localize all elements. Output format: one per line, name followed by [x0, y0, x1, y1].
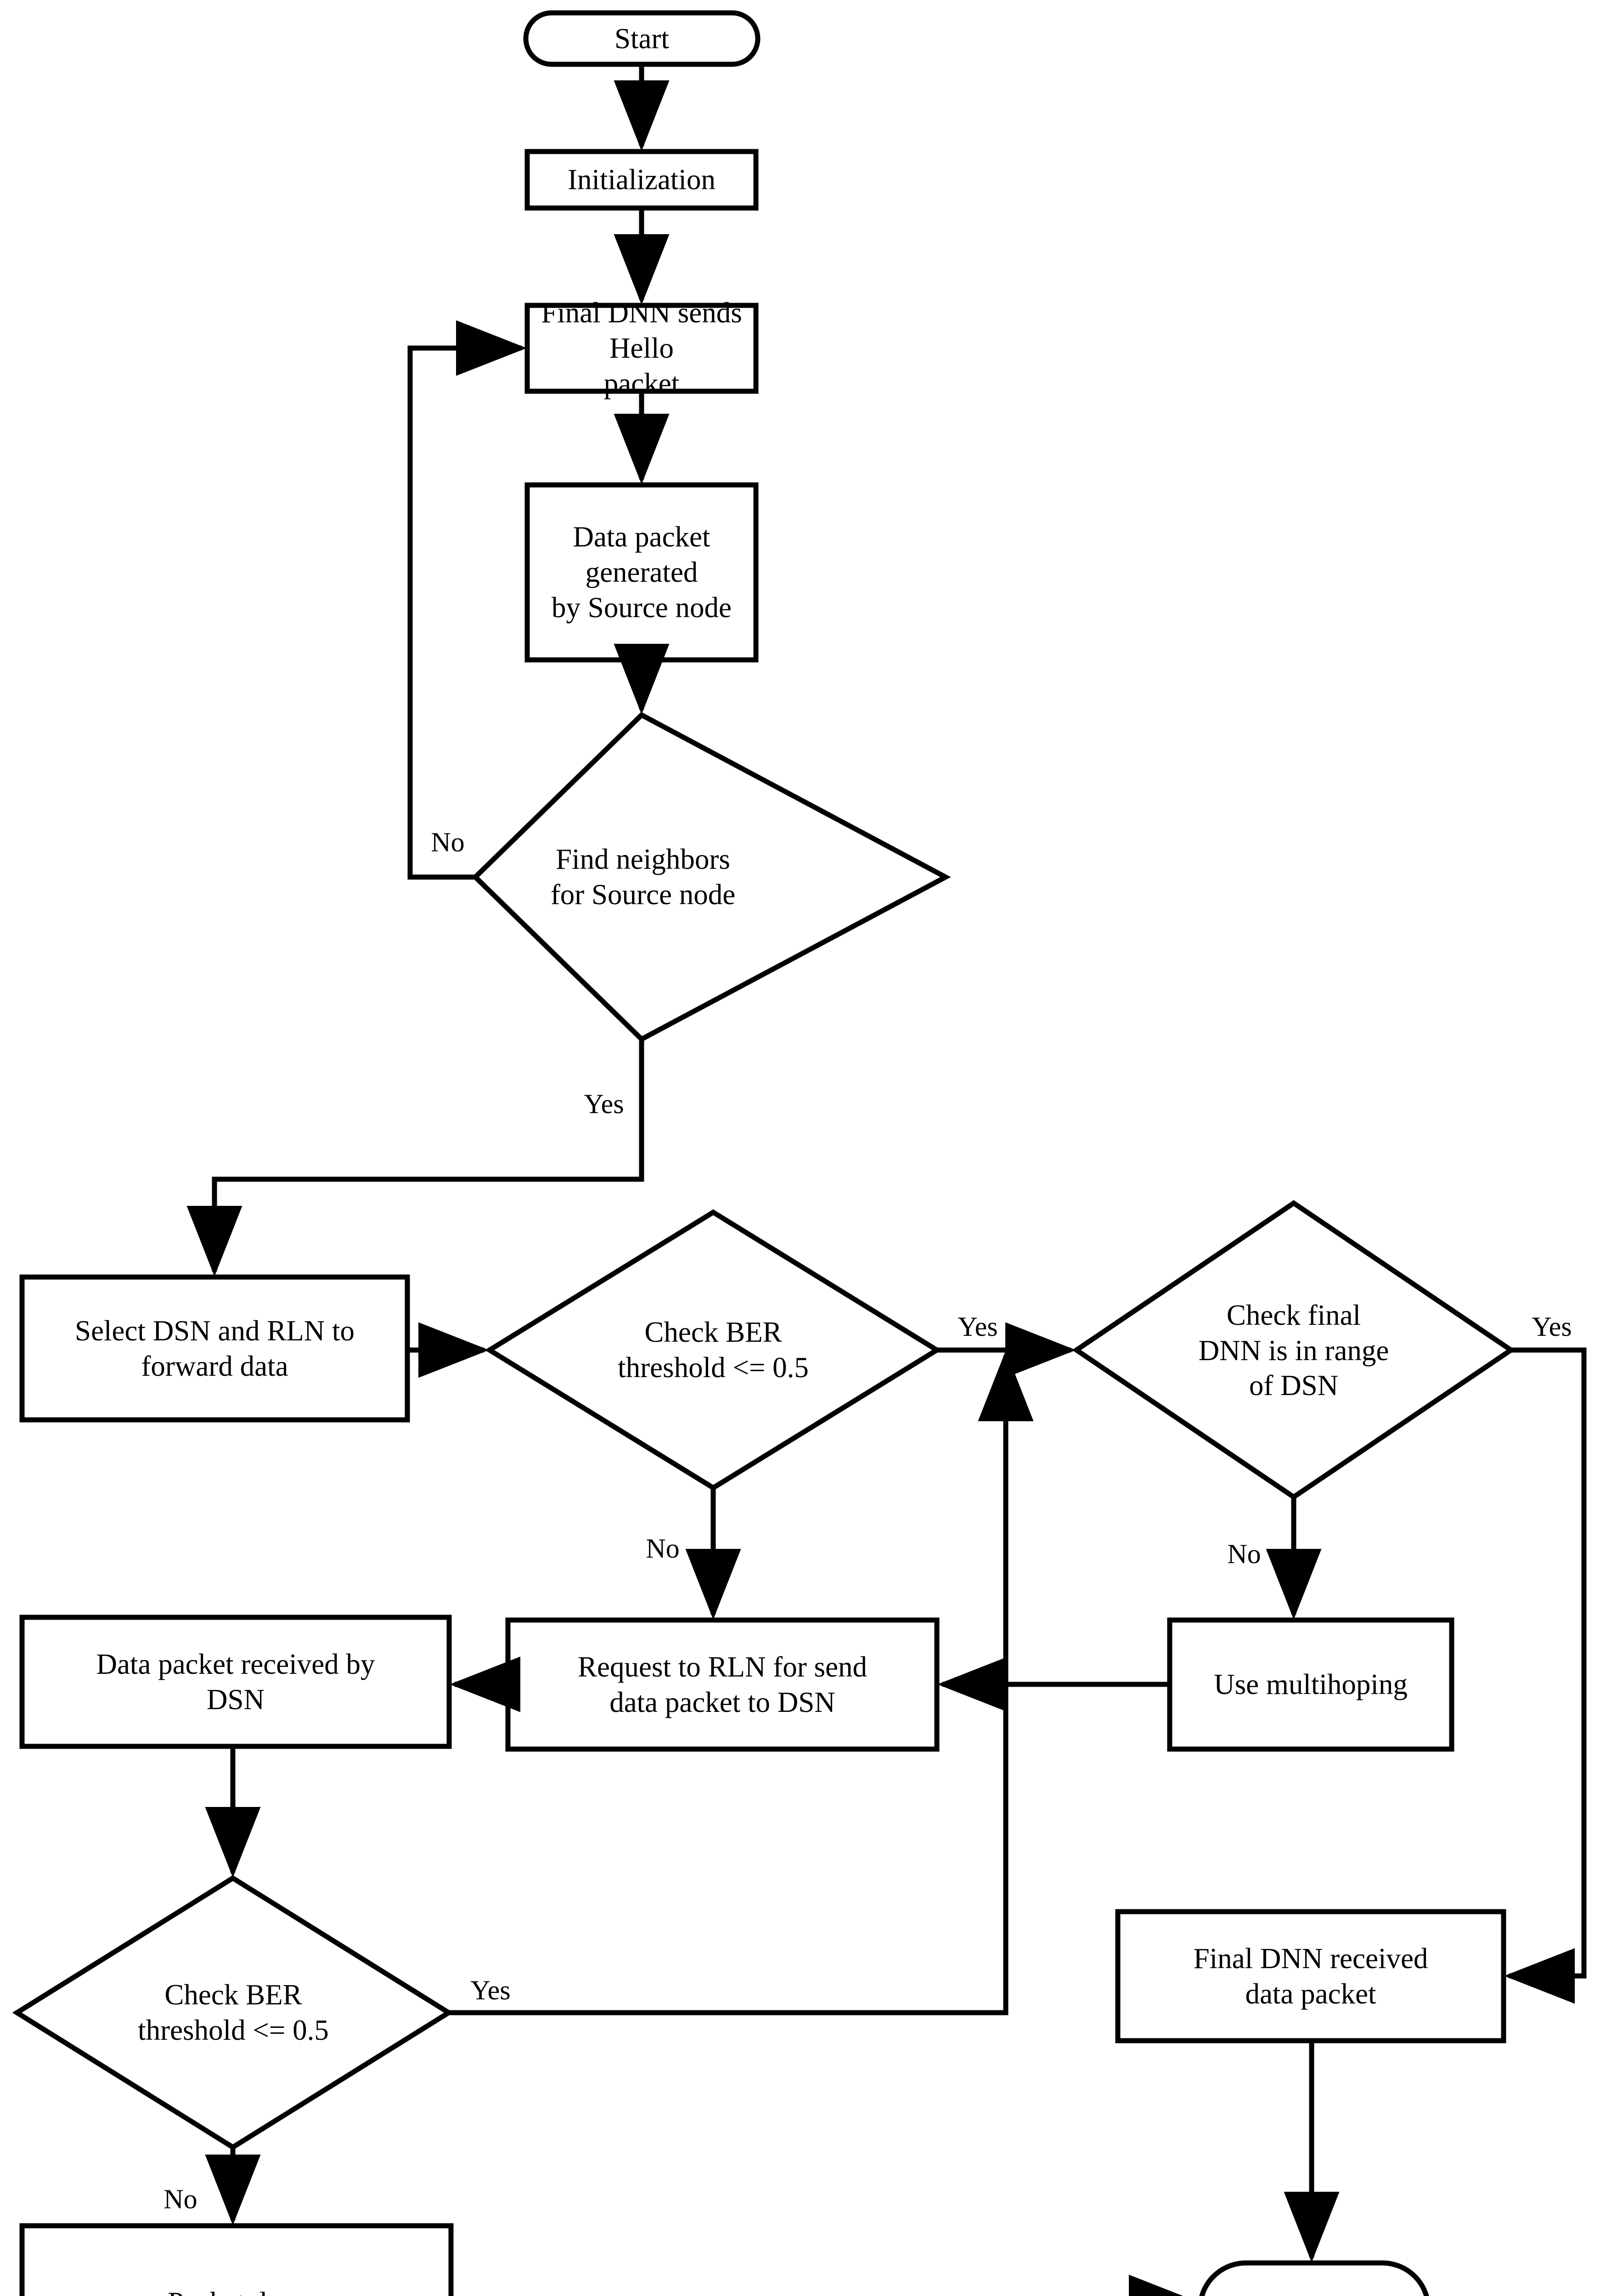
shape-data-packet-generated — [524, 482, 759, 663]
shape-check-final-dnn — [1072, 1200, 1516, 1500]
shape-packet-drop — [19, 2223, 454, 2296]
edge-checkber2-yes — [449, 1351, 1034, 2015]
shape-data-packet-received — [19, 1615, 452, 1749]
shape-initialization — [524, 149, 759, 211]
shape-use-multihoping — [1167, 1617, 1454, 1752]
shape-hello-packet — [524, 303, 759, 394]
shape-start — [523, 10, 761, 67]
shape-request-to-rln — [505, 1617, 940, 1752]
shape-end — [1199, 2260, 1429, 2296]
edge-findneighbors-yes — [186, 1039, 644, 1277]
edge-findneighbors-no-loop — [407, 320, 527, 880]
shape-find-neighbors — [472, 712, 951, 1042]
shape-check-ber-1 — [485, 1209, 942, 1491]
shape-check-ber-2 — [12, 1875, 454, 2150]
edge-checkfinaldnn-yes — [1504, 1347, 1587, 2004]
shape-select-dsn-rln — [19, 1274, 410, 1423]
shape-final-dnn-received — [1115, 1909, 1506, 2043]
